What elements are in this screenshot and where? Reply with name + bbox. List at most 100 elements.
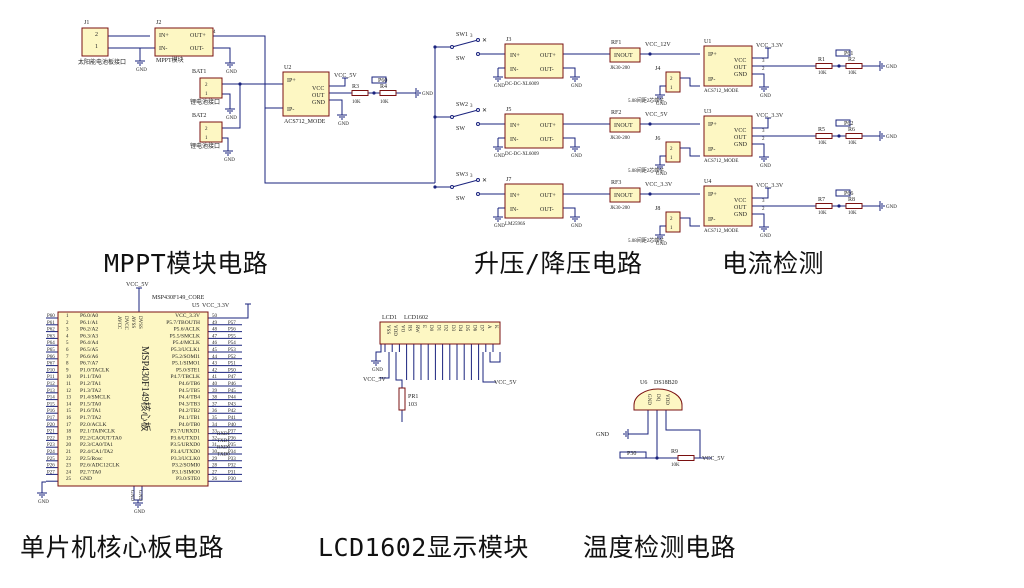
mcu-right-pin: P3.3/UCLK0 — [171, 456, 200, 462]
label: OUT — [312, 93, 325, 99]
mcu-left-pin: P2.5/Rosc — [80, 456, 103, 462]
lcd-pin: RS — [407, 325, 412, 331]
row2-terminal — [665, 141, 681, 163]
wire — [752, 213, 765, 224]
ground-label: GND — [656, 242, 667, 247]
label: IN- — [159, 46, 167, 52]
label: 3 — [762, 199, 765, 204]
mcu-left-net: P20 — [47, 423, 55, 428]
wire — [659, 225, 666, 232]
lcd-pot-ref: PR1 — [408, 394, 418, 400]
mcu-right-num: 40 — [212, 382, 218, 387]
bat1-desc: 锂电池接口 — [190, 98, 220, 106]
label: 2 — [670, 147, 673, 152]
caption-mcu: 单片机核心板电路 — [20, 533, 225, 562]
mcu-right-pin: P3.1/SIMO0 — [172, 469, 200, 475]
temp-gnd-label: GND — [596, 432, 610, 438]
row2-sw-ref: SW2 — [456, 102, 468, 108]
temp-p30: P30 — [627, 451, 636, 457]
mcu-right-pin: P5.2/SOMI1 — [172, 354, 200, 360]
mcu-top-pin: AVSS — [130, 316, 135, 328]
wire — [752, 194, 769, 199]
label: GND — [734, 142, 748, 148]
ground-label: GND — [136, 68, 147, 73]
gnd-mcu-bottom — [133, 500, 143, 508]
wire — [563, 207, 576, 214]
junction-dot — [648, 52, 652, 56]
mcu-right-pin: P4.3/TB3 — [179, 401, 200, 407]
row3-rf-ref: RF3 — [611, 180, 621, 186]
mcu-right-num: 32 — [212, 436, 218, 441]
gnd-bat2 — [223, 148, 233, 156]
label: GND — [312, 100, 326, 106]
mcu-left-num: 25 — [66, 477, 72, 482]
row1-sensor-vcc: VCC_3.3V — [756, 43, 784, 49]
mcu-left-pin: P2.4/CA1/TA2 — [80, 449, 113, 455]
mcu-left-net: P25 — [47, 457, 55, 462]
lcd-vcc5-right: VCC_5V — [494, 380, 517, 386]
wire — [222, 93, 231, 106]
mcu-left-net: P21 — [47, 430, 55, 435]
row1-conv-model: DC-DC-XL6009 — [505, 82, 539, 87]
row1-term-desc: 5.08间距2芯端子 — [628, 97, 664, 104]
row1-sensor-model: ACS712_MODE — [704, 89, 738, 94]
lcd-pin: E — [421, 325, 426, 328]
mcu-right-net: P40 — [228, 423, 236, 428]
caption-mppt: MPPT模块电路 — [104, 249, 269, 278]
ground-label: GND — [494, 84, 505, 89]
mcu-left-num: 6 — [66, 348, 69, 353]
label: GND — [734, 212, 748, 218]
label: R6 — [848, 127, 855, 133]
wire — [482, 352, 496, 383]
label: IN- — [510, 207, 518, 213]
label: R3 — [352, 84, 359, 90]
wire — [329, 99, 343, 112]
mcu-right-num: 26 — [212, 477, 218, 482]
temp-model: DS18B20 — [654, 380, 678, 386]
mcu-left-pin: P2.3/CA0/TA1 — [80, 442, 113, 448]
label: P60 — [378, 78, 387, 84]
components — [37, 27, 885, 508]
mcu-right-pin: P3.2/SOMI0 — [172, 463, 200, 469]
label: R2 — [848, 57, 855, 63]
wire — [680, 77, 700, 87]
mcu-vcc5-net: VCC_5V — [126, 282, 149, 288]
label: 1 — [670, 86, 673, 91]
mcu-left-pin: P2.1/TAINCLK — [80, 429, 115, 435]
mcu-right-num: 31 — [212, 443, 218, 448]
j2-ref: J2 — [156, 20, 161, 26]
row2-port-label: P62 — [844, 121, 853, 127]
label: 10K — [671, 463, 680, 468]
mcu-left-net: P27 — [47, 470, 55, 475]
lcd-pin: D2 — [443, 325, 448, 332]
label: OUT — [734, 135, 747, 141]
connector-j1 — [81, 27, 109, 57]
u2-model: ACS712_MODE — [284, 119, 326, 125]
ds18b20-sensor — [633, 388, 683, 411]
mcu-ref: U5 — [192, 303, 199, 309]
mcu-right-pin: P4.1/TB1 — [179, 415, 200, 421]
row1-port-label: P61 — [844, 51, 853, 57]
wire — [752, 124, 769, 129]
row3-conv-model: LM2596S — [505, 222, 526, 227]
mcu-left-pin: P1.4/SMCLK — [80, 395, 110, 401]
label: OUT+ — [540, 53, 556, 59]
label: OUT- — [190, 46, 204, 52]
row1-switch-lever — [451, 39, 479, 48]
mcu-uart-net: RXD0 — [217, 446, 231, 451]
row2-resistor-b — [845, 133, 863, 139]
mcu-right-net: P36 — [228, 436, 236, 441]
row1-gnd-div — [876, 61, 885, 71]
wire — [752, 143, 765, 154]
gnd-bat1 — [225, 106, 235, 114]
ground-label: GND — [134, 510, 145, 515]
lcd-pin: D6 — [471, 325, 476, 332]
lcd-pot-val: 103 — [408, 402, 417, 408]
row3-current-sensor — [703, 185, 753, 227]
label: VCC — [734, 58, 746, 64]
label: 10K — [848, 71, 857, 76]
mcu-left-pin: P1.7/TA2 — [80, 415, 101, 421]
mcu-right-net: P35 — [228, 443, 236, 448]
row3-rf — [609, 187, 641, 203]
row2-gnd-term — [655, 162, 665, 170]
